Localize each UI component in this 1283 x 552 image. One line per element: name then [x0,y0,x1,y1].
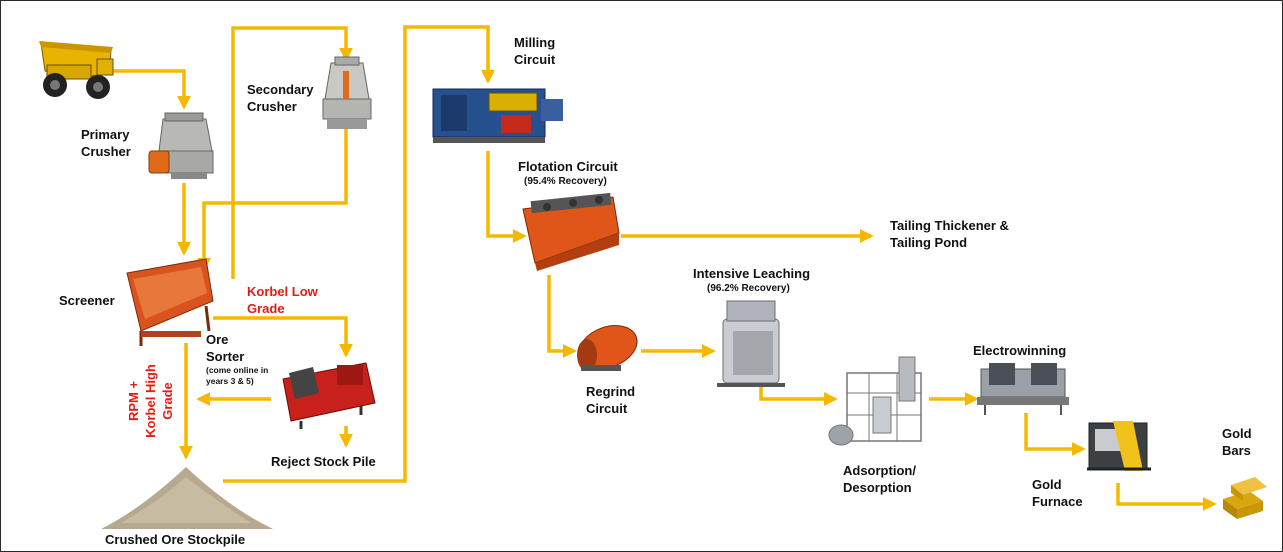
arrow-furnace-to-bars [1116,483,1217,511]
reject-stock-pile-label: Reject Stock Pile [271,454,376,469]
flotation-circuit-label: Flotation Circuit (95.4% Recovery) [518,159,618,187]
intensive-leaching-label: Intensive Leaching (96.2% Recovery) [693,266,811,294]
leach-reactor-icon [717,300,785,387]
haul-truck-icon [39,41,114,99]
arrow-truck-to-primary [113,69,191,110]
arrow-ew-to-furnace [1024,413,1086,456]
ore-sorter-icon [282,362,376,429]
gold-bars-icon [1223,477,1267,519]
flotation-cell-icon [522,192,620,271]
arrow-mill-to-flotation [486,151,527,243]
primary-crusher-icon [148,112,214,179]
adsorption-desorption-label: Adsorption/Desorption [843,463,916,495]
screener-icon [126,258,214,346]
tailing-label: Tailing Thickener &Tailing Pond [890,218,1009,250]
electrowinning-label: Electrowinning [973,343,1067,358]
crushed-ore-stockpile-label: Crushed Ore Stockpile [105,532,246,547]
electrowinning-icon [977,363,1069,415]
arrow-secondary-to-screener [197,129,348,272]
adsorption-plant-icon [828,356,922,446]
arrow-leach-to-adsorption [759,385,838,406]
milling-circuit-icon [432,88,563,143]
screener-label: Screener [59,293,115,308]
arrow-screener-to-secondary [231,26,353,279]
arrow-flotation-to-regrind [547,275,577,358]
regrind-mill-icon [577,325,638,371]
arrow-stockpile-to-mill [223,25,495,483]
stockpile-icon [101,467,273,529]
gold-furnace-icon [1087,421,1151,471]
secondary-crusher-icon [322,56,372,129]
arrow-screener-to-sorter [213,316,353,358]
